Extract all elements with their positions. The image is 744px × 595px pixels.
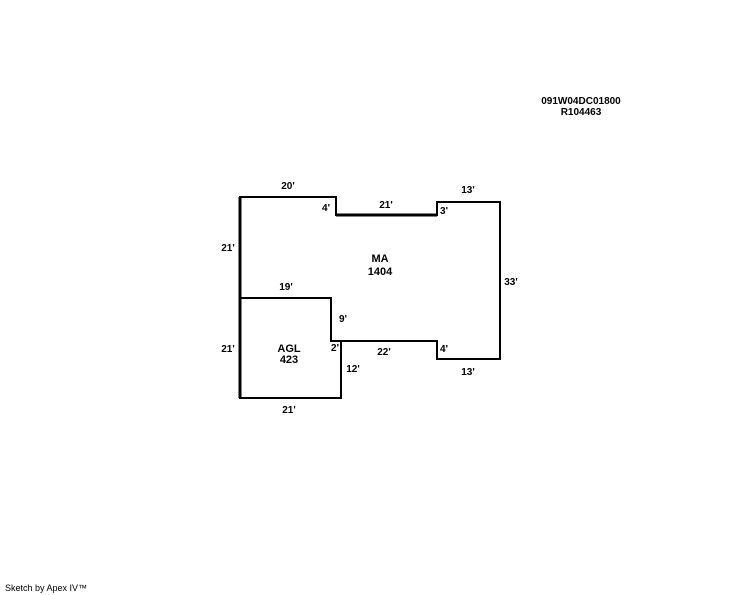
- account-id: R104463: [560, 107, 602, 118]
- dim-agl-bottom: 21': [282, 405, 296, 416]
- agl-area-sqft: 423: [280, 354, 298, 366]
- dim-agl-step: 2': [331, 343, 339, 354]
- agl-area-code: AGL: [277, 343, 301, 355]
- dim-ma-top-left: 20': [281, 181, 295, 192]
- dim-agl-right: 12': [346, 364, 360, 375]
- dim-ma-notch-top: 21': [379, 200, 393, 211]
- ma-area-sqft: 1404: [368, 266, 393, 278]
- dim-ma-right: 33': [504, 277, 518, 288]
- dim-agl-left: 21': [221, 344, 235, 355]
- dim-ma-notch-left: 4': [322, 203, 330, 214]
- dim-bottom-step: 4': [440, 344, 448, 355]
- garage-outline: [239, 297, 342, 399]
- main-area-outline: [239, 196, 501, 360]
- dim-bottom-mid: 22': [377, 347, 391, 358]
- dim-ma-notch-right: 3': [440, 206, 448, 217]
- footer-credit: Sketch by Apex IV™: [5, 583, 88, 593]
- dim-agl-top: 19': [279, 282, 293, 293]
- parcel-id: 091W04DC01800: [541, 96, 621, 107]
- dim-bottom-right: 13': [461, 367, 475, 378]
- dim-ma-top-right: 13': [461, 185, 475, 196]
- dim-ma-left: 21': [221, 243, 235, 254]
- dim-agl-jog: 9': [339, 314, 347, 325]
- ma-area-code: MA: [371, 253, 388, 265]
